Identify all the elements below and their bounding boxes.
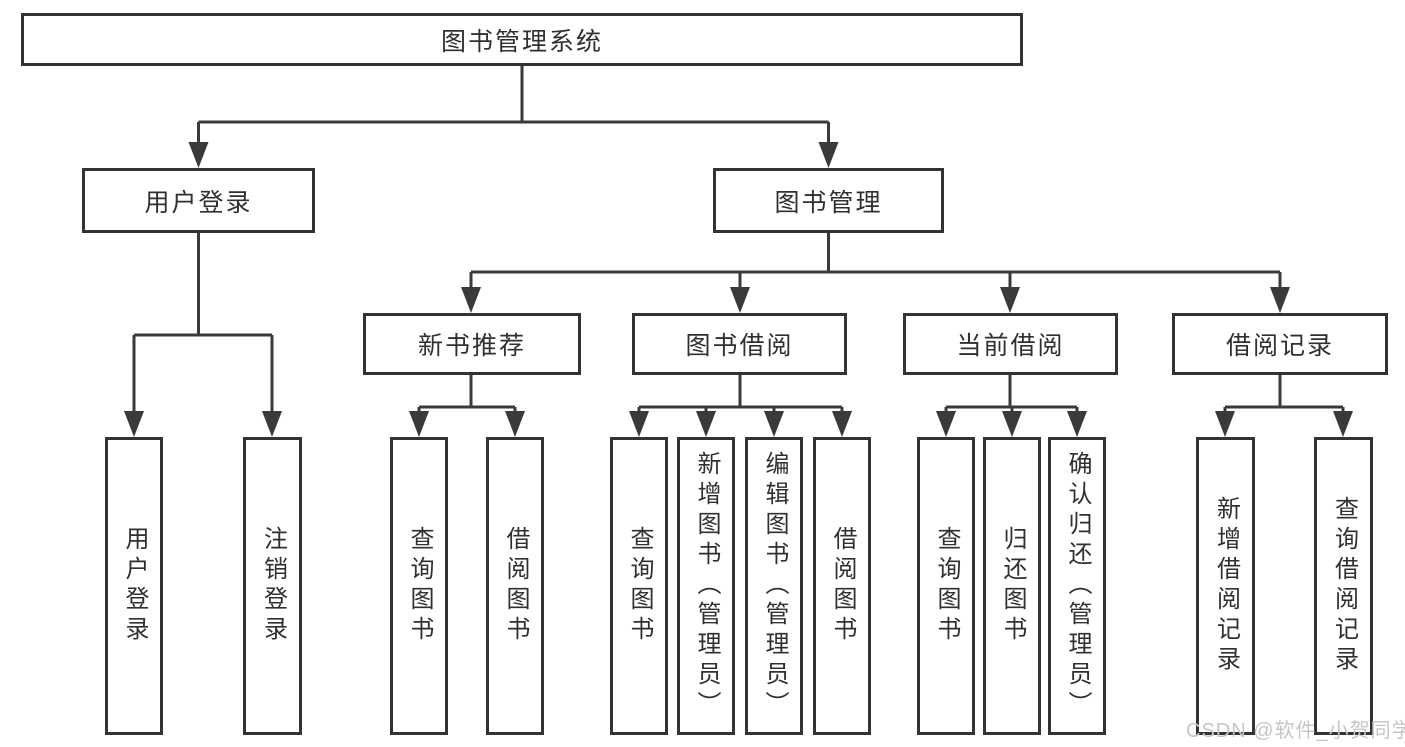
node-label: 借阅图书 [829, 526, 856, 646]
node-label: 图书借阅 [685, 332, 794, 360]
csdn-watermark: CSDN @软件_小贺同学 [1186, 720, 1405, 742]
leaf-query-books-recommend: 查询图书 [390, 437, 448, 735]
leaf-user-login: 用户登录 [105, 437, 163, 735]
leaf-add-borrow-record: 新增借阅记录 [1196, 437, 1255, 735]
node-label: 编辑图书（管理员） [761, 451, 788, 721]
leaf-add-books-admin: 新增图书（管理员） [677, 437, 735, 735]
node-label: 用户登录 [121, 526, 148, 646]
leaf-borrow-books-recommend: 借阅图书 [486, 437, 544, 735]
node-label: 查询图书 [406, 526, 433, 646]
node-label: 当前借阅 [956, 332, 1065, 360]
node-label: 查询图书 [626, 526, 653, 646]
node-label: 借阅记录 [1225, 332, 1334, 360]
leaf-logout: 注销登录 [243, 437, 302, 735]
leaf-query-books-current: 查询图书 [917, 437, 975, 735]
leaf-return-books: 归还图书 [983, 437, 1041, 735]
leaf-edit-books-admin: 编辑图书（管理员） [745, 437, 803, 735]
node-book-management: 图书管理 [713, 168, 944, 233]
node-label: 新书推荐 [417, 332, 526, 360]
node-label: 查询借阅记录 [1330, 496, 1358, 676]
node-label: 图书管理系统 [440, 27, 603, 56]
node-label: 用户登录 [144, 188, 253, 217]
node-label: 新增图书（管理员） [693, 451, 720, 721]
node-label: 查询图书 [933, 526, 960, 646]
leaf-query-books-borrowing: 查询图书 [610, 437, 668, 735]
node-label: 借阅图书 [502, 526, 529, 646]
node-label: 归还图书 [999, 526, 1026, 646]
node-label: 注销登录 [259, 526, 287, 646]
node-book-borrowing: 图书借阅 [632, 313, 847, 375]
node-library-management-system: 图书管理系统 [21, 13, 1023, 66]
node-current-borrowing: 当前借阅 [903, 313, 1118, 375]
leaf-query-borrow-record: 查询借阅记录 [1314, 437, 1373, 735]
leaf-borrow-books-borrowing: 借阅图书 [813, 437, 871, 735]
node-borrowing-records: 借阅记录 [1172, 313, 1388, 375]
node-label: 确认归还（管理员） [1064, 451, 1091, 721]
node-label: 图书管理 [774, 188, 883, 217]
node-user-login: 用户登录 [82, 168, 315, 233]
leaf-confirm-return-admin: 确认归还（管理员） [1048, 437, 1106, 735]
node-label: 新增借阅记录 [1212, 496, 1240, 676]
node-new-book-recommendation: 新书推荐 [363, 313, 581, 375]
arrowheads [124, 142, 1353, 437]
